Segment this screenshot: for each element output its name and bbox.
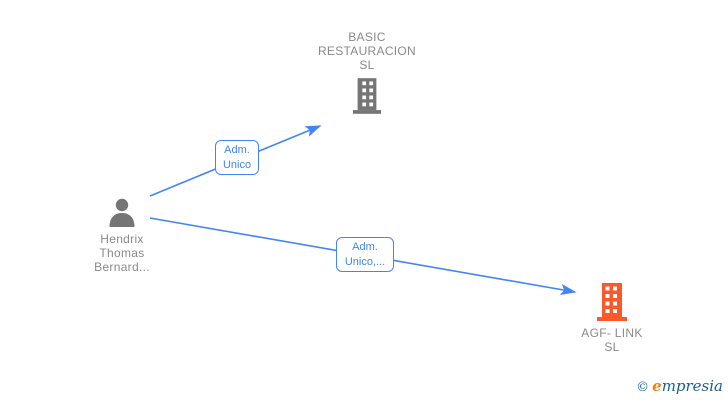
node-company-agf-link[interactable]: AGF- LINK SL (532, 283, 692, 354)
copyright-icon: © (636, 380, 650, 395)
edge-label-adm-unico-more[interactable]: Adm. Unico,... (336, 237, 394, 272)
empresia-watermark: ©empresia (636, 377, 723, 395)
building-icon (597, 283, 627, 321)
node-label: AGF- LINK SL (581, 326, 643, 354)
brand-logo-text: mpresia (661, 377, 723, 395)
building-icon (352, 78, 382, 114)
node-label: BASIC RESTAURACION SL (317, 30, 417, 72)
person-icon (109, 198, 135, 227)
node-company-basic-restauracion[interactable]: BASIC RESTAURACION SL (287, 30, 447, 114)
node-label: Hendrix Thomas Bernard... (94, 232, 150, 274)
node-person-hendrix[interactable]: Hendrix Thomas Bernard... (52, 197, 192, 274)
brand-logo-letter: e (652, 377, 662, 395)
edge-label-adm-unico[interactable]: Adm. Unico (215, 140, 259, 175)
